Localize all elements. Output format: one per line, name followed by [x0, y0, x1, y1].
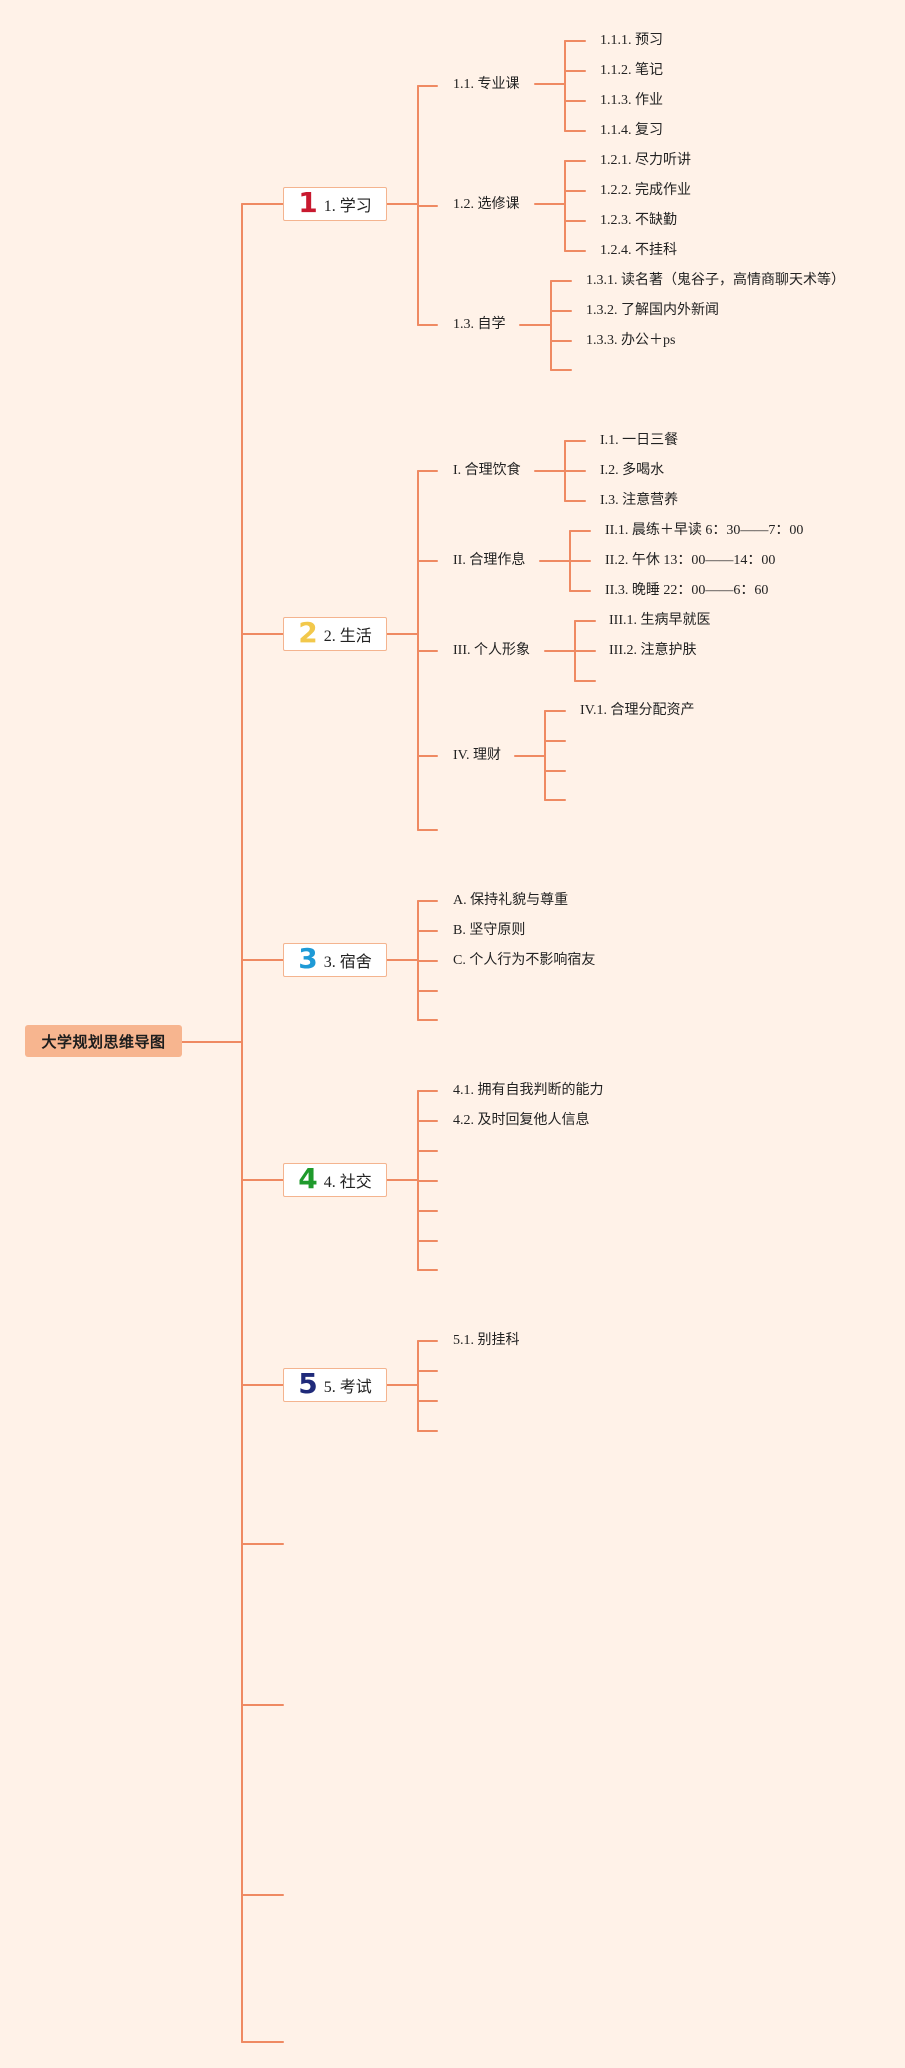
leaf-item[interactable]: I.2. 多喝水 [600, 463, 665, 478]
leaf-item[interactable]: 4.2. 及时回复他人信息 [453, 1113, 590, 1128]
leaf-item[interactable]: 1.3.2. 了解国内外新闻 [586, 303, 719, 318]
subtopic-finance[interactable]: IV. 理财 [453, 748, 501, 763]
leaf-item[interactable]: III.2. 注意护肤 [609, 643, 697, 658]
leaf-item[interactable]: I.3. 注意营养 [600, 493, 679, 508]
leaf-item[interactable]: 1.2.4. 不挂科 [600, 243, 677, 258]
leaf-item[interactable]: 1.1.4. 复习 [600, 123, 663, 138]
topic-label: 2. 生活 [323, 628, 372, 645]
topic-label: 5. 考试 [323, 1379, 372, 1396]
leaf-item[interactable]: 1.1.3. 作业 [600, 93, 663, 108]
leaf-item[interactable]: 5.1. 别挂科 [453, 1333, 520, 1348]
subtopic-major-courses[interactable]: 1.1. 专业课 [453, 77, 520, 92]
leaf-item[interactable]: 1.3.3. 办公＋ps [586, 333, 676, 348]
leaf-item[interactable]: II.3. 晚睡 22：00——6：60 [605, 583, 769, 598]
topic-dorm[interactable]: 3 3. 宿舍 [283, 943, 387, 977]
root-node[interactable]: 大学规划思维导图 [25, 1025, 182, 1057]
leaf-item[interactable]: I.1. 一日三餐 [600, 433, 679, 448]
number-5-icon: 5 [298, 1367, 318, 1400]
subtopic-self-study[interactable]: 1.3. 自学 [453, 317, 506, 332]
subtopic-electives[interactable]: 1.2. 选修课 [453, 197, 520, 212]
leaf-item[interactable]: III.1. 生病早就医 [609, 613, 711, 628]
leaf-item[interactable]: 1.2.3. 不缺勤 [600, 213, 677, 228]
leaf-item[interactable]: A. 保持礼貌与尊重 [453, 893, 569, 908]
subtopic-schedule[interactable]: II. 合理作息 [453, 553, 526, 568]
number-1-icon: 1 [298, 186, 318, 219]
topic-exam[interactable]: 5 5. 考试 [283, 1368, 387, 1402]
number-2-icon: 2 [298, 616, 318, 649]
leaf-item[interactable]: 1.2.2. 完成作业 [600, 183, 691, 198]
leaf-item[interactable]: IV.1. 合理分配资产 [580, 703, 695, 718]
leaf-item[interactable]: 1.3.1. 读名著（鬼谷子，高情商聊天术等） [586, 273, 845, 288]
subtopic-diet[interactable]: I. 合理饮食 [453, 463, 521, 478]
topic-study[interactable]: 1 1. 学习 [283, 187, 387, 221]
leaf-item[interactable]: C. 个人行为不影响宿友 [453, 953, 596, 968]
leaf-item[interactable]: 4.1. 拥有自我判断的能力 [453, 1083, 604, 1098]
subtopic-image[interactable]: III. 个人形象 [453, 643, 530, 658]
leaf-item[interactable]: 1.1.2. 笔记 [600, 63, 663, 78]
topic-label: 1. 学习 [323, 198, 372, 215]
topic-label: 4. 社交 [323, 1174, 372, 1191]
leaf-item[interactable]: II.1. 晨练＋早读 6：30——7：00 [605, 523, 804, 538]
number-4-icon: 4 [298, 1162, 318, 1195]
leaf-item[interactable]: II.2. 午休 13：00——14：00 [605, 553, 776, 568]
leaf-item[interactable]: B. 坚守原则 [453, 923, 526, 938]
root-label: 大学规划思维导图 [41, 1032, 166, 1051]
topic-life[interactable]: 2 2. 生活 [283, 617, 387, 651]
topic-label: 3. 宿舍 [323, 954, 372, 971]
topic-social[interactable]: 4 4. 社交 [283, 1163, 387, 1197]
number-3-icon: 3 [298, 942, 318, 975]
leaf-item[interactable]: 1.1.1. 预习 [600, 33, 663, 48]
leaf-item[interactable]: 1.2.1. 尽力听讲 [600, 153, 691, 168]
